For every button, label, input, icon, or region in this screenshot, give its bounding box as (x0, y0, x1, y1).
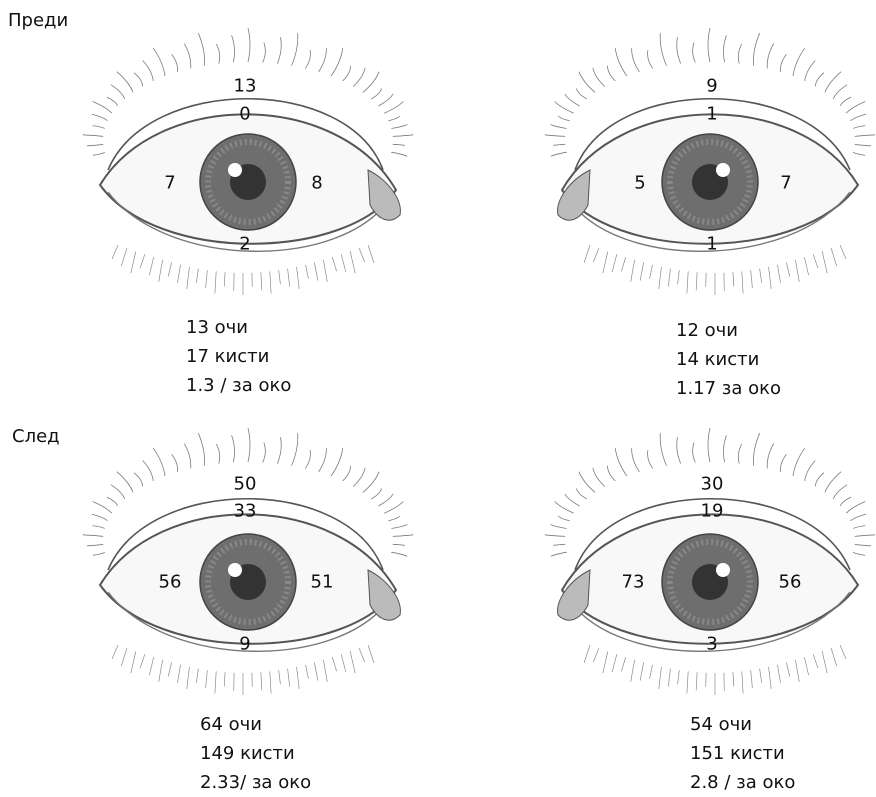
highlight (716, 163, 730, 177)
count-bottom: 9 (239, 634, 250, 655)
count-right: 51 (311, 572, 334, 593)
stats-eyes: 12 очи (676, 316, 781, 345)
count-bottom: 3 (706, 634, 717, 655)
count-top-outer: 30 (701, 474, 724, 495)
stats-eyes: 13 очи (186, 313, 291, 342)
stats-per-eye: 1.17 за око (676, 374, 781, 403)
count-bottom: 2 (239, 234, 250, 255)
highlight (716, 563, 730, 577)
highlight (228, 163, 242, 177)
section-label-after: След (12, 426, 60, 447)
count-top-outer: 9 (706, 76, 717, 97)
stats-brushes: 151 кисти (690, 739, 795, 768)
eye-sketch (83, 28, 413, 295)
count-left: 7 (164, 173, 175, 194)
count-bottom: 1 (706, 234, 717, 255)
count-top-inner: 19 (701, 501, 724, 522)
stats-eyes: 64 очи (200, 710, 311, 739)
eye-before-right: 9 1 5 7 1 (540, 20, 876, 310)
stats-before-left: 13 очи 17 кисти 1.3 / за око (186, 313, 291, 400)
eye-sketch (545, 428, 875, 695)
section-label-before: Преди (8, 10, 68, 31)
stats-eyes: 54 очи (690, 710, 795, 739)
highlight (228, 563, 242, 577)
stats-per-eye: 2.33/ за око (200, 768, 311, 797)
count-left: 56 (159, 572, 182, 593)
stats-brushes: 149 кисти (200, 739, 311, 768)
stats-after-right: 54 очи 151 кисти 2.8 / за око (690, 710, 795, 797)
count-top-inner: 33 (234, 501, 257, 522)
count-top-inner: 0 (239, 104, 250, 125)
count-top-inner: 1 (706, 104, 717, 125)
stats-per-eye: 2.8 / за око (690, 768, 795, 797)
stats-before-right: 12 очи 14 кисти 1.17 за око (676, 316, 781, 403)
stats-brushes: 17 кисти (186, 342, 291, 371)
stats-brushes: 14 кисти (676, 345, 781, 374)
stats-per-eye: 1.3 / за око (186, 371, 291, 400)
count-right: 56 (779, 572, 802, 593)
eye-sketch (83, 428, 413, 695)
count-top-outer: 13 (234, 76, 257, 97)
eye-after-right: 30 19 73 56 3 (540, 420, 876, 710)
eye-before-left: 13 0 7 8 2 (78, 20, 418, 310)
count-top-outer: 50 (234, 474, 257, 495)
eye-drawing (540, 20, 876, 310)
count-right: 8 (311, 173, 322, 194)
count-right: 7 (780, 173, 791, 194)
stats-after-left: 64 очи 149 кисти 2.33/ за око (200, 710, 311, 797)
count-left: 5 (634, 173, 645, 194)
eye-drawing (78, 20, 418, 310)
count-left: 73 (622, 572, 645, 593)
eye-drawing (540, 420, 876, 710)
eye-drawing (78, 420, 418, 710)
eye-sketch (545, 28, 875, 295)
eye-after-left: 50 33 56 51 9 (78, 420, 418, 710)
